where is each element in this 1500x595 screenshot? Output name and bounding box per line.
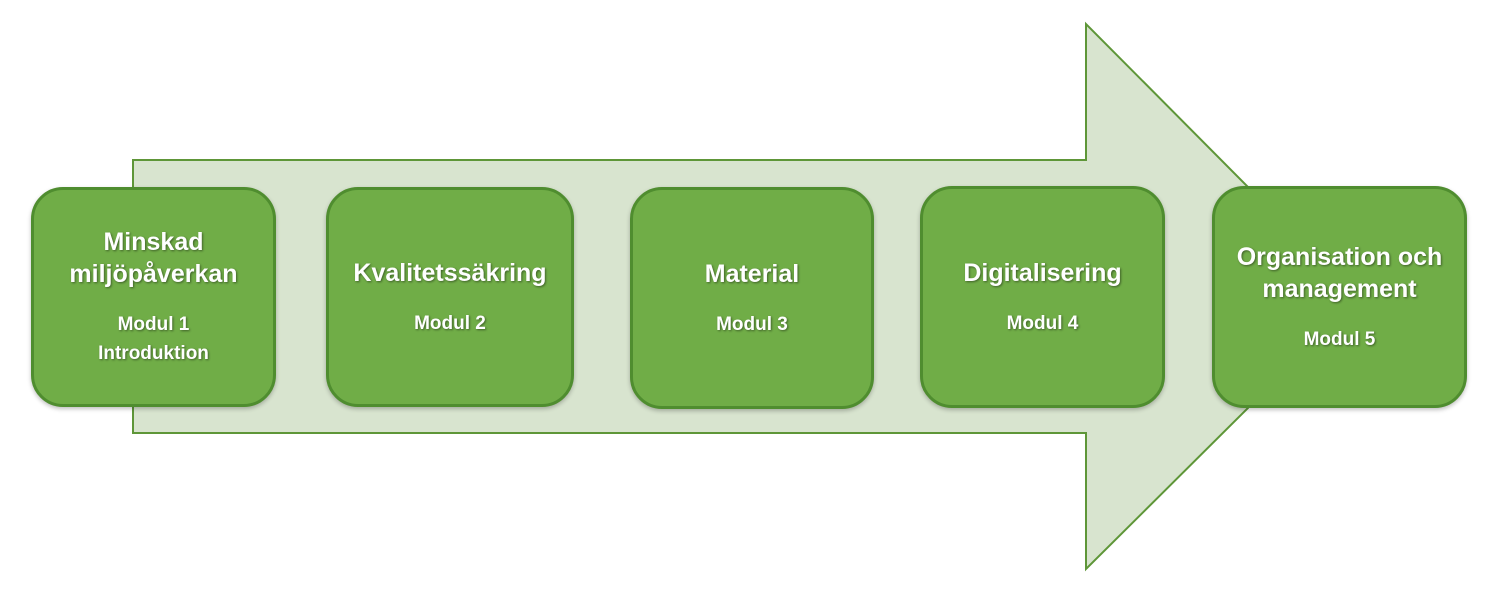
module-1-title-line-1: Minskad [103, 228, 204, 256]
module-1-title: Minskad miljöpåverkan [69, 226, 237, 290]
module-3-title: Material [704, 259, 800, 288]
module-2-title: Kvalitetssäkring [353, 258, 547, 287]
module-5-title-line-2: management [1262, 274, 1417, 303]
module-4-subtitle: Modul 4 [1007, 309, 1079, 338]
module-1-label: Modul 1 [117, 314, 190, 335]
module-3-label: Modul 3 [716, 313, 788, 335]
module-4-label: Modul 4 [1006, 312, 1079, 334]
module-2-label: Modul 2 [414, 312, 486, 334]
module-2-subtitle: Modul 2 [414, 309, 486, 338]
module-4-box: Digitalisering Modul 4 [920, 186, 1165, 408]
module-3-box: Material Modul 3 [630, 187, 874, 409]
module-5-subtitle: Modul 5 [1304, 325, 1376, 354]
module-1-sublabel: Introduktion [98, 343, 209, 364]
module-5-title-line-1: Organisation och [1236, 242, 1443, 271]
module-5-box: Organisation och management Modul 5 [1212, 186, 1467, 408]
module-1-subtitle: Modul 1 Introduktion [98, 310, 209, 368]
module-5-title: Organisation och management [1237, 241, 1443, 305]
module-1-title-line-2: miljöpåverkan [69, 260, 238, 288]
module-2-box: Kvalitetssäkring Modul 2 [326, 187, 574, 407]
module-5-label: Modul 5 [1303, 328, 1376, 350]
module-4-title: Digitalisering [963, 258, 1122, 287]
module-3-subtitle: Modul 3 [716, 310, 788, 339]
module-1-box: Minskad miljöpåverkan Modul 1 Introdukti… [31, 187, 276, 407]
